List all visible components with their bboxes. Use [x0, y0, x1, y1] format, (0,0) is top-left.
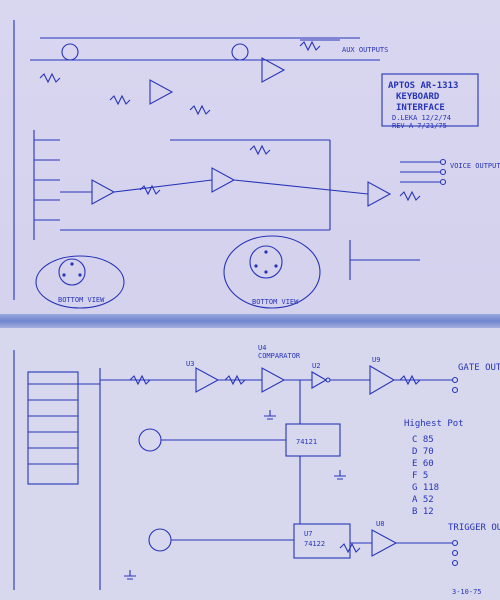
gate-outputs-label: GATE OUTPUTS — [458, 363, 500, 373]
u7-part-label: 74122 — [304, 540, 325, 548]
trigger-outputs-label: TRIGGER OUTPUTS — [448, 523, 500, 533]
opamp-top-2 — [261, 57, 286, 83]
cap-list-item: C 85 — [412, 435, 434, 445]
ground-3 — [124, 570, 136, 580]
u6-part-label: 74121 — [296, 438, 317, 446]
u2-label: U2 — [312, 362, 320, 370]
net-mid-2 — [113, 179, 213, 193]
bottom-view-label-right: BOTTOM VIEW — [252, 298, 299, 306]
highest-pot-label: Highest Pot — [404, 419, 464, 429]
bottom-view-outline-right — [223, 235, 321, 309]
opamp-mid-2 — [211, 167, 236, 193]
key-switch-bank — [27, 371, 79, 485]
u3-label: U3 — [186, 360, 194, 368]
transistor-q5 — [148, 528, 172, 552]
opamp-u9 — [369, 365, 396, 395]
u9-label: U9 — [372, 356, 380, 364]
transistor-pinout-right — [249, 245, 283, 279]
pin-l1 — [70, 262, 74, 266]
title-line-4: D.LEKA 12/2/74 — [392, 114, 451, 122]
pin-r2 — [254, 264, 258, 268]
trigger-jack-1 — [451, 539, 459, 547]
aux-outputs-label: AUX OUTPUTS — [342, 46, 388, 54]
blueprint-sheet-lower — [0, 318, 500, 600]
resistor-b2 — [224, 374, 246, 386]
date-stamp: 3-10-75 — [452, 588, 482, 596]
cap-list-item: B 12 — [412, 507, 434, 517]
opamp-u8 — [371, 529, 398, 557]
title-line-1: APTOS AR-1313 — [388, 81, 458, 91]
voice-jack-2 — [439, 168, 447, 176]
net-mid-3 — [233, 179, 369, 195]
title-line-5: REV A 7/21/75 — [392, 122, 447, 130]
resistor-r6 — [139, 184, 161, 196]
resistor-b1 — [129, 374, 151, 386]
voice-outputs-label: VOICE OUTPUTS — [450, 162, 500, 170]
ground-2 — [334, 470, 346, 480]
bottom-view-outline-left — [35, 255, 125, 309]
cap-list-item: A 52 — [412, 495, 434, 505]
resistor-r2 — [109, 94, 131, 106]
voice-jack-1 — [439, 158, 447, 166]
title-line-3: INTERFACE — [396, 103, 445, 113]
opamp-mid-3 — [367, 181, 392, 207]
opamp-u4 — [261, 367, 286, 393]
pin-l3 — [78, 273, 82, 277]
cap-list-item: G 118 — [412, 483, 439, 493]
gate-jack-1 — [451, 376, 459, 384]
transistor-q1 — [61, 43, 79, 61]
resistor-r4 — [299, 40, 321, 52]
opamp-u3 — [195, 367, 220, 393]
opamp-top-1 — [149, 79, 174, 105]
resistor-r7 — [399, 190, 421, 202]
trigger-jack-2 — [451, 549, 459, 557]
bottom-view-label-left: BOTTOM VIEW — [58, 296, 105, 304]
pin-l2 — [62, 273, 66, 277]
title-block-box — [381, 73, 479, 127]
resistor-r1 — [39, 72, 61, 84]
u7-label: U7 — [304, 530, 312, 538]
cap-list: C 85 D 70 E 60 F 5 G 118 A 52 B 12 — [412, 435, 439, 517]
inverter-u2 — [311, 371, 328, 389]
comparator-label: COMPARATOR — [258, 352, 301, 360]
pin-r1 — [264, 250, 268, 254]
fold-band — [0, 314, 500, 328]
title-line-2: KEYBOARD — [396, 92, 440, 102]
trigger-jack-3 — [451, 559, 459, 567]
gate-jack-2 — [451, 386, 459, 394]
cap-list-item: F 5 — [412, 471, 428, 481]
u4-label: U4 — [258, 344, 266, 352]
voice-jack-3 — [439, 178, 447, 186]
resistor-b3 — [399, 374, 421, 386]
ground-1 — [264, 410, 276, 420]
transistor-q4 — [138, 428, 162, 452]
ic-u7 — [293, 523, 351, 559]
resistor-r3 — [189, 104, 211, 116]
pin-r4 — [264, 270, 268, 274]
resistor-r5 — [249, 144, 271, 156]
transistor-pinout-left — [58, 258, 86, 286]
u8-label: U8 — [376, 520, 384, 528]
opamp-mid-1 — [91, 179, 116, 205]
transistor-q2 — [231, 43, 249, 61]
cap-list-item: E 60 — [412, 459, 434, 469]
pin-r3 — [274, 264, 278, 268]
cap-list-item: D 70 — [412, 447, 434, 457]
